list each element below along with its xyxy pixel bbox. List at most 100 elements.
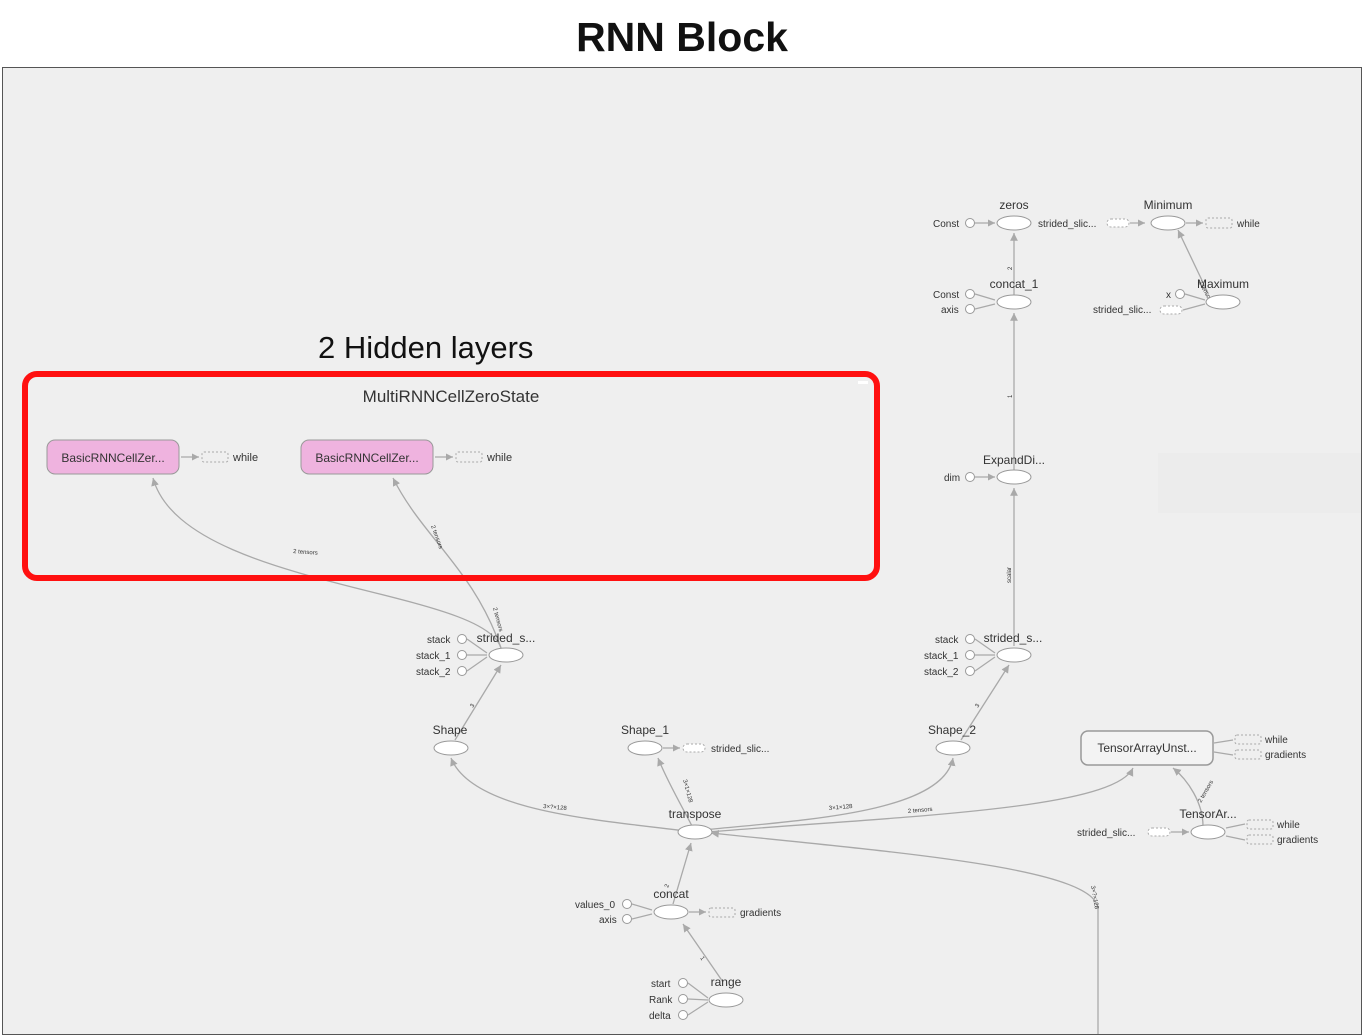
edge-max-min [1177,229,1209,294]
edge-range-concat [682,923,724,983]
node-expand-dims[interactable] [996,469,1032,485]
edge-label: 3 [975,703,982,709]
output-label: gradients [1277,835,1318,846]
edge-label: 2 tensors [429,525,443,550]
input-label: values_0 [575,900,615,911]
node-transpose[interactable] [677,824,713,840]
hidden-layers-annotation: 2 Hidden layers [318,330,534,365]
basic-rnn-cell-2[interactable]: BasicRNNCellZer... [300,439,434,475]
output-label: while [1236,219,1260,230]
node-label: Shape_2 [928,723,976,737]
node-minimum[interactable] [1150,215,1186,231]
node-maximum[interactable] [1205,294,1241,310]
edge-label: 1 [1008,394,1014,398]
node-label: concat_1 [990,277,1039,291]
edge-strided-cell1 [151,477,502,649]
node-label: zeros [999,198,1028,212]
edge-transpose-tau [707,767,1134,833]
edge-transpose-shape1 [657,757,694,829]
edge-label: 3 [470,703,477,709]
output-label: while [1276,820,1300,831]
node-label: TensorArrayUnst... [1097,741,1196,755]
output-label: while [486,452,512,464]
node-label: Shape [433,723,468,737]
input-label: stack_2 [924,667,959,678]
node-label: Shape_1 [621,723,669,737]
collapse-handle[interactable] [858,381,868,384]
node-label: strided_s... [984,631,1043,645]
edge-transpose-shape2 [702,757,956,831]
input-label: delta [649,1011,671,1022]
edge-label: 3×1×128 [681,779,693,804]
graph-svg: 3×?×128 3×1×128 2 tensors 3×1×128 3×?×12… [22,198,1361,1034]
output-label: strided_slic... [1038,219,1096,230]
edge-label: 2 tensors [1198,780,1216,804]
edge-label: 3×1×128 [829,804,854,812]
edge-label: 1 [698,956,705,963]
input-label: x [1166,290,1171,301]
input-label: stack [427,635,451,646]
edge-label: scalar [1007,567,1013,583]
edge-transpose-shape [450,757,694,833]
node-concat[interactable] [653,904,689,920]
node-concat-1[interactable] [996,294,1032,310]
output-label: gradients [1265,750,1306,761]
cell-label: BasicRNNCellZer... [315,451,418,465]
node-label: transpose [669,807,722,821]
input-label: stack_1 [924,651,959,662]
output-label: strided_slic... [711,744,769,755]
input-port [965,218,975,228]
node-shape[interactable] [433,740,469,756]
input-label: Rank [649,995,673,1006]
node-range[interactable] [708,992,744,1008]
edge-incoming-transpose [710,829,1099,1034]
node-label: concat [653,887,689,901]
output-label: gradients [740,908,781,919]
node-zeros[interactable] [996,215,1032,231]
while-stub [455,451,483,463]
multirnn-group[interactable]: MultiRNNCellZeroState BasicRNNCellZer...… [22,371,880,581]
node-strided-slice-left[interactable] [488,647,524,663]
while-stub [201,451,229,463]
input-label: dim [944,473,960,484]
cell-label: BasicRNNCellZer... [61,451,164,465]
node-label: range [711,975,742,989]
node-shape-1[interactable] [627,740,663,756]
edge-label: 2 tensors [293,549,318,557]
node-label: strided_s... [477,631,536,645]
edge-label: 2 [664,883,671,889]
edge-ta-tau [1172,767,1204,827]
input-label: axis [941,305,959,316]
output-label: while [1264,735,1288,746]
input-label: stack [935,635,959,646]
bg-block [1158,453,1361,513]
graph-canvas[interactable]: 3×?×128 3×1×128 2 tensors 3×1×128 3×?×12… [2,67,1362,1035]
node-label: Maximum [1197,277,1249,291]
node-shape-2[interactable] [935,740,971,756]
node-tensor-array[interactable] [1190,824,1226,840]
node-label: Minimum [1144,198,1193,212]
highlight-box [22,371,880,581]
input-label: Const [933,290,959,301]
edge-label: 3×?×128 [1089,885,1099,910]
node-label: ExpandDi... [983,453,1045,467]
input-label: stack_2 [416,667,451,678]
node-tensor-array-unstack[interactable]: TensorArrayUnst... [1080,730,1214,766]
input-label: Const [933,219,959,230]
edge-concat-transpose [672,842,693,905]
edge-label: 2 tensors [908,807,933,815]
edge-label: 2 [1008,266,1014,270]
input-label: start [651,979,671,990]
edge-strided-cell2 [392,477,502,649]
diagram-title: RNN Block [576,14,788,60]
output-label: while [232,452,258,464]
edge-shape2-strided [960,664,1010,741]
input-label: strided_slic... [1077,828,1135,839]
basic-rnn-cell-1[interactable]: BasicRNNCellZer... [46,439,180,475]
node-strided-slice-right[interactable] [996,647,1032,663]
edge-label: 3×?×128 [543,804,568,812]
input-label: strided_slic... [1093,305,1151,316]
group-label: MultiRNNCellZeroState [363,387,540,406]
edge-shape-strided [454,664,502,741]
input-label: stack_1 [416,651,451,662]
